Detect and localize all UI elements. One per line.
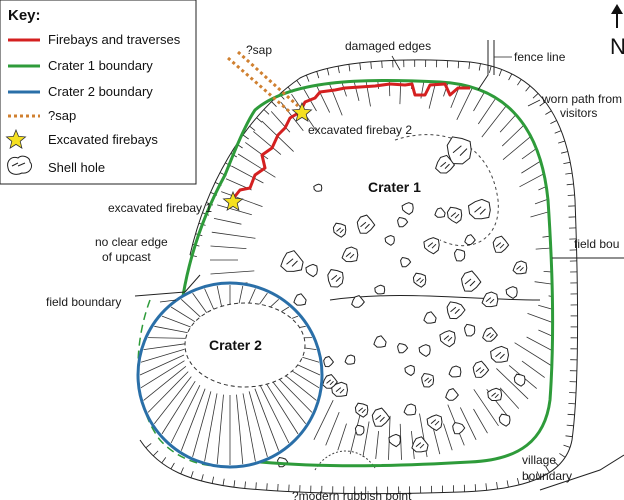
label-field-boundary-right: field bou	[574, 237, 619, 251]
leader-field-left	[159, 299, 177, 303]
village-boundary-line	[539, 454, 624, 491]
crater-1-boundary	[177, 78, 555, 468]
sap-line	[227, 50, 300, 114]
key-shell-hole-icon	[7, 155, 33, 175]
key-legend: Key: Firebays and traverses Crater 1 bou…	[0, 0, 197, 185]
key-excavated-label: Excavated firebays	[48, 132, 158, 147]
key-firebays-label: Firebays and traverses	[48, 32, 181, 47]
firebays-and-traverses	[230, 82, 470, 201]
label-no-clear-edge-1: no clear edge	[95, 235, 168, 249]
upcast-hachures	[145, 59, 578, 494]
key-sap-label: ?sap	[48, 108, 76, 123]
north-arrow-icon	[611, 4, 623, 28]
label-crater-2: Crater 2	[209, 337, 262, 353]
label-crater-1: Crater 1	[368, 179, 421, 195]
label-field-boundary-left: field boundary	[46, 295, 121, 309]
key-crater-2-label: Crater 2 boundary	[48, 84, 153, 99]
leader-worn-path	[527, 99, 541, 107]
label-damaged-edges: damaged edges	[345, 39, 431, 53]
key-title: Key:	[8, 7, 41, 24]
field-boundary-left-line-2	[184, 274, 201, 293]
fence-line	[477, 40, 489, 91]
label-no-clear-edge-2: of upcast	[102, 250, 151, 264]
key-shell-hole-label: Shell hole	[48, 160, 105, 175]
label-worn-path-2: visitors	[560, 106, 597, 120]
excavated-firebay-1-star	[222, 190, 244, 211]
leader-damaged-edges	[391, 55, 401, 71]
north-label: N	[610, 34, 624, 59]
label-excavated-firebay-1: excavated firebay 1	[108, 201, 212, 215]
crater-2-boundary	[136, 281, 324, 469]
excavated-firebay-2-star	[291, 101, 313, 122]
crater-1-outer-edge	[139, 59, 579, 495]
label-worn-path-1: worn path from	[541, 92, 622, 106]
label-village-boundary-2: boundary	[522, 469, 572, 483]
label-rubbish-point: ?modern rubbish point	[292, 489, 412, 500]
crater-2-floor-dashed	[184, 302, 306, 388]
label-excavated-firebay-2: excavated firebay 2	[308, 123, 412, 137]
crater-1-floor-dashed	[394, 134, 499, 247]
key-star-icon	[5, 128, 27, 149]
field-boundary-left-line	[134, 291, 186, 297]
label-village-boundary-1: village	[522, 453, 556, 467]
label-fence-line: fence line	[514, 50, 566, 64]
rubbish-point-dotted	[314, 450, 376, 471]
shell-holes	[277, 136, 528, 468]
label-sap: ?sap	[246, 43, 272, 57]
key-crater-1-label: Crater 1 boundary	[48, 58, 153, 73]
